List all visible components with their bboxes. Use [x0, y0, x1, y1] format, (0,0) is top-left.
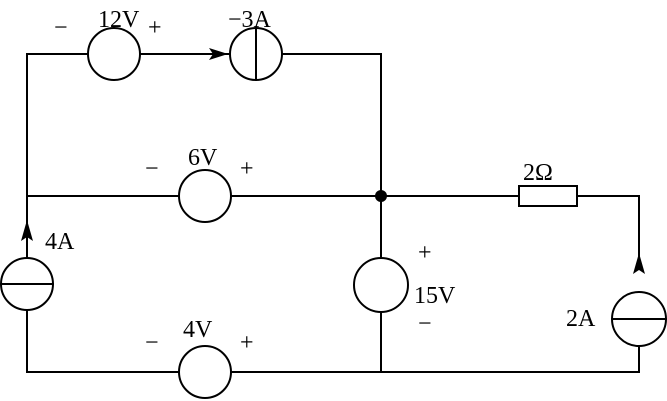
top-voltage-minus-sign: − — [54, 15, 68, 41]
wires — [26, 53, 640, 373]
top-current-source — [229, 27, 283, 81]
wire-top-right — [281, 53, 382, 197]
resistor — [518, 185, 578, 207]
center-voltage-source-circle — [353, 257, 409, 313]
middle-voltage-source — [178, 169, 232, 223]
bottom-voltage-source-circle — [178, 345, 232, 399]
right-current-source — [611, 291, 667, 347]
top-voltage-source — [87, 27, 141, 81]
bottom-voltage-label: 4V — [183, 317, 213, 343]
middle-voltage-label: 6V — [188, 145, 218, 171]
right-current-arrowhead — [633, 253, 645, 274]
top-voltage-label: 12V — [98, 7, 140, 33]
left-current-source — [0, 257, 54, 311]
bottom-voltage-plus-sign: + — [240, 330, 254, 356]
wire-right-bottom — [380, 345, 640, 373]
bottom-voltage-source — [178, 345, 232, 399]
left-current-arrowhead — [21, 220, 33, 241]
top-wire-arrowhead — [209, 48, 228, 60]
middle-voltage-minus-sign: − — [145, 156, 159, 182]
center-voltage-label: 15V — [414, 283, 456, 309]
wire-right-top — [576, 195, 640, 259]
top-current-label: −3A — [228, 7, 272, 33]
center-voltage-minus-sign: − — [418, 311, 432, 337]
top-voltage-plus-sign: + — [148, 15, 162, 41]
junction-dot — [375, 190, 387, 202]
left-current-label: 4A — [45, 229, 75, 255]
center-voltage-source — [353, 257, 409, 313]
resistor-label: 2Ω — [523, 160, 553, 186]
resistor-body — [518, 185, 578, 207]
bottom-voltage-minus-sign: − — [145, 330, 159, 356]
top-voltage-source-circle — [87, 27, 141, 81]
middle-voltage-source-circle — [178, 169, 232, 223]
right-current-label: 2A — [566, 306, 596, 332]
middle-voltage-plus-sign: + — [240, 156, 254, 182]
center-voltage-plus-sign: + — [418, 240, 432, 266]
